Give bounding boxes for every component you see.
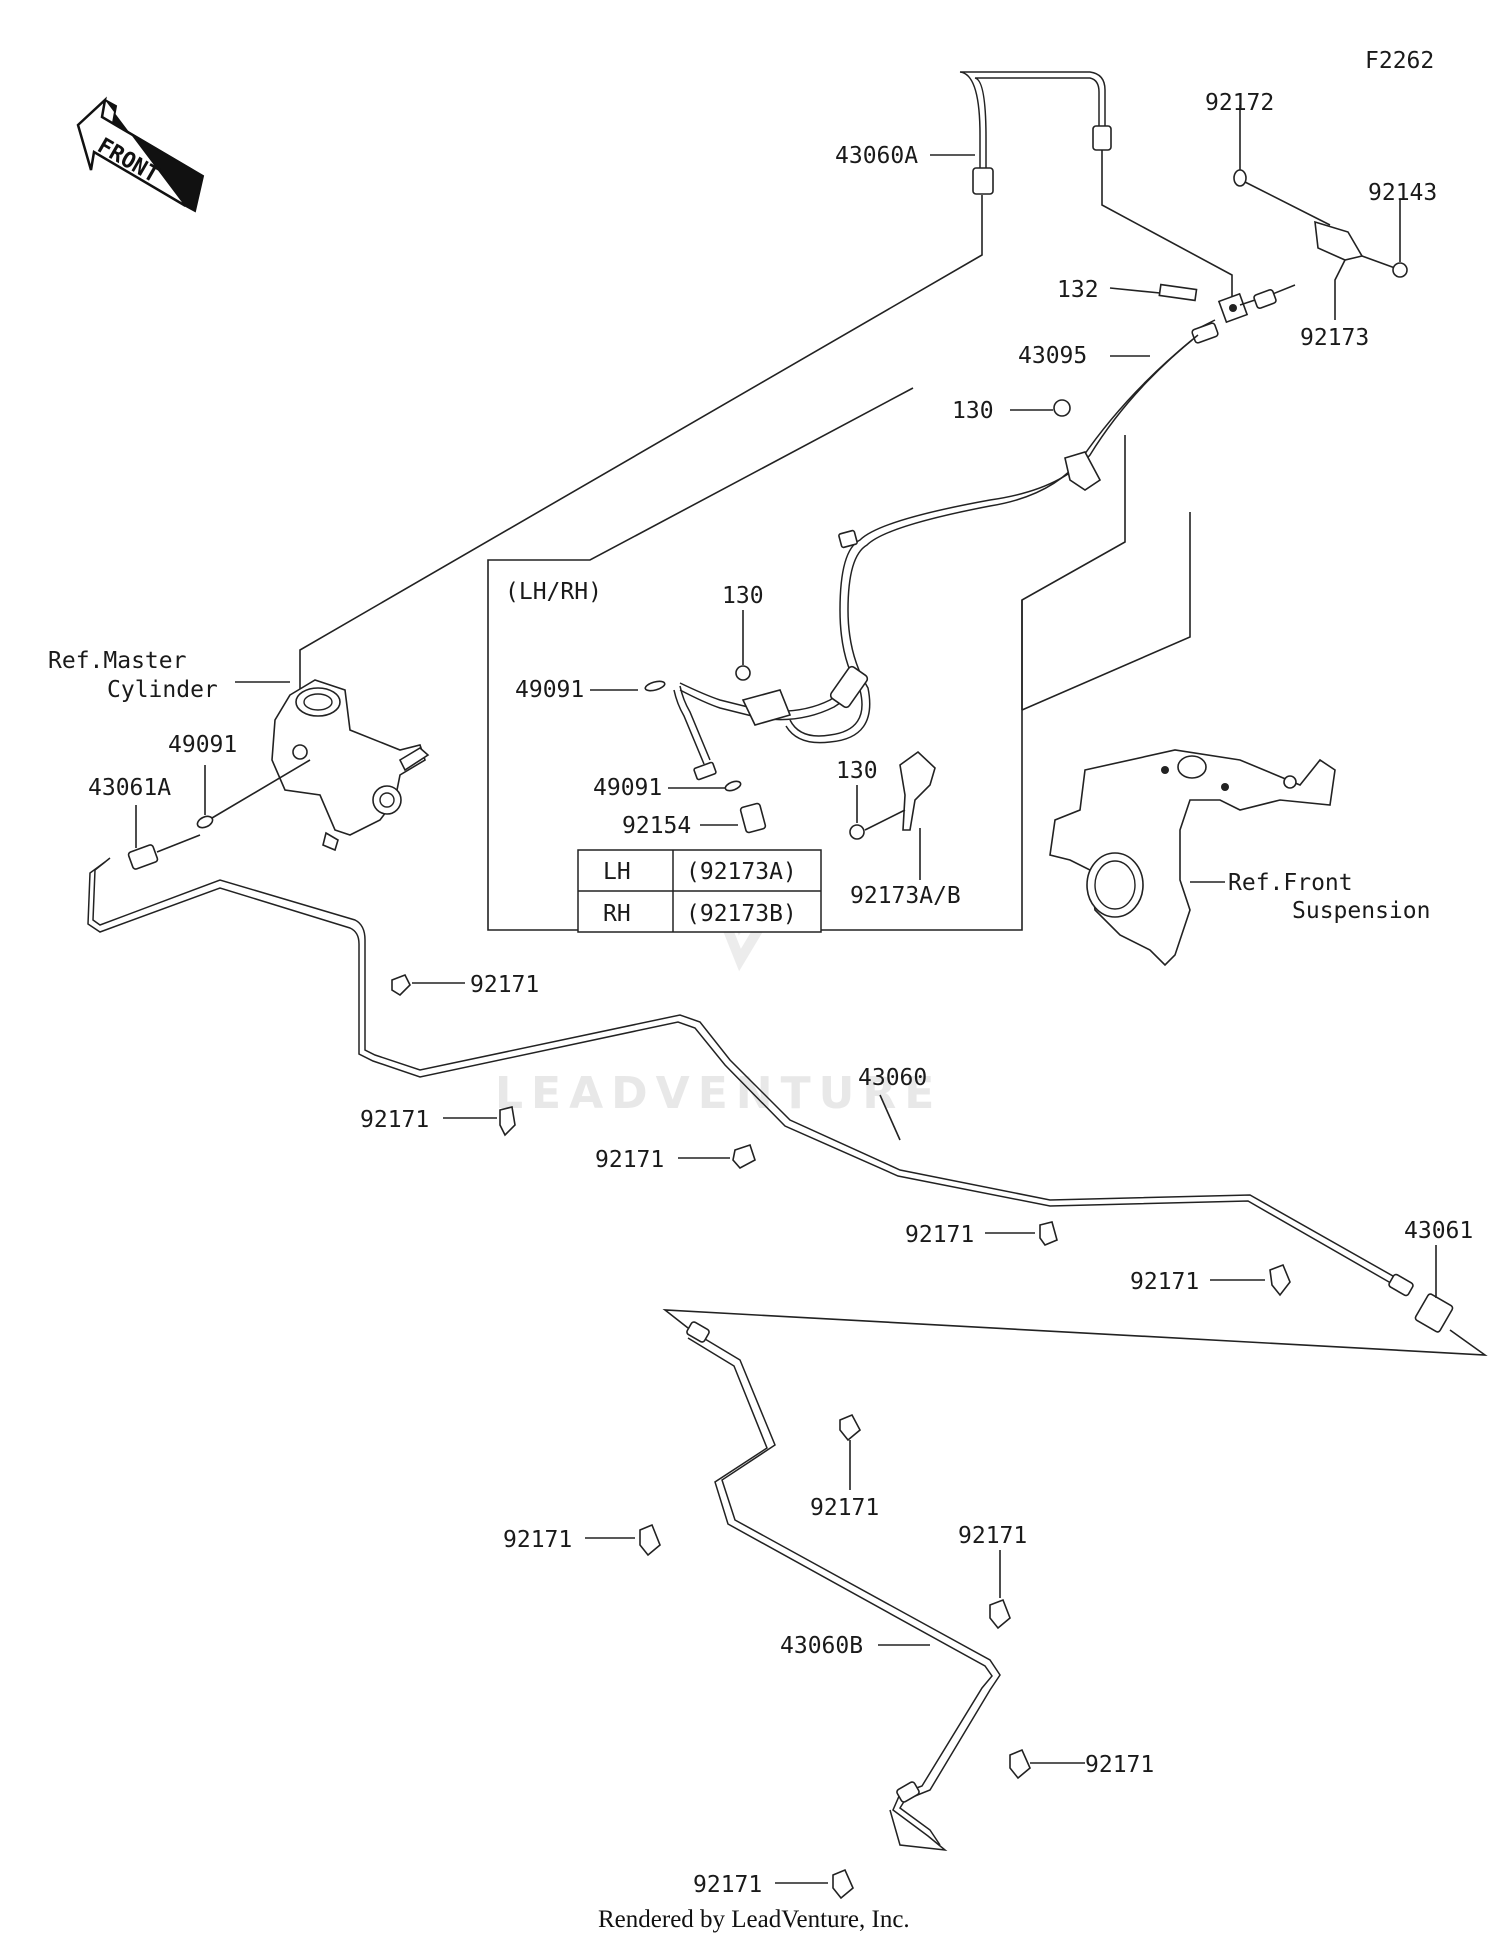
part-label-43060: 43060 [858, 1065, 927, 1091]
footer-credit: Rendered by LeadVenture, Inc. [598, 1906, 910, 1933]
diagram-id: F2262 [1365, 48, 1434, 74]
inset-hose: 130 [673, 583, 869, 834]
ref-front-line2: Suspension [1292, 898, 1430, 924]
part-label-43061: 43061 [1404, 1218, 1473, 1244]
clip-92171-j: 92171 [693, 1868, 854, 1900]
clip-92171-f: 92171 [810, 1413, 879, 1521]
clip-label-3: 92171 [595, 1147, 664, 1173]
clip-label-9: 92171 [1085, 1752, 1154, 1778]
part-label-49091-a: 49091 [515, 677, 584, 703]
side-table: LH (92173A) RH (92173B) [577, 849, 822, 933]
hose-junction [1191, 284, 1296, 344]
part-label-130-inset: 130 [722, 583, 764, 609]
table-part-rh: (92173B) [686, 901, 797, 927]
clip-92171-d: 92171 [905, 1221, 1058, 1248]
seal-washers: 49091 49091 92154 [515, 677, 742, 839]
hose-clamp: 130 [952, 398, 1102, 491]
clip-92171-i: 92171 [1009, 1748, 1154, 1780]
bolt-132: 132 [1057, 277, 1198, 303]
inset-title: (LH/RH) [505, 579, 602, 605]
brake-pipe-43060 [92, 857, 1401, 1281]
watermark-text: LEADVENTURE [495, 1068, 942, 1119]
ref-master-line2: Cylinder [107, 677, 218, 703]
pipe-fitting [972, 167, 994, 195]
clip-label-10: 92171 [693, 1872, 762, 1898]
part-label-43061a: 43061A [88, 775, 171, 801]
part-label-43095: 43095 [1018, 343, 1087, 369]
clip-92171-b: 92171 [360, 1106, 516, 1137]
part-label-132: 132 [1057, 277, 1099, 303]
clip-92171-c: 92171 [595, 1143, 756, 1173]
part-label-92172: 92172 [1205, 90, 1274, 116]
clip-92171-g: 92171 [503, 1523, 661, 1557]
master-cylinder: Ref.Master Cylinder [48, 648, 430, 852]
part-label-92173: 92173 [1300, 325, 1369, 351]
part-label-43060a: 43060A [835, 143, 918, 169]
ref-master-line1: Ref.Master [48, 648, 186, 674]
pipe-fitting [1092, 125, 1112, 151]
flare-nut-43061: 43061 [1388, 1218, 1473, 1333]
clip-label-7: 92171 [503, 1527, 572, 1553]
bracket-92173ab: 92173A/B 130 [836, 750, 961, 909]
part-label-92143: 92143 [1368, 180, 1437, 206]
part-label-92173ab: 92173A/B [850, 883, 961, 909]
clip-label-6: 92171 [810, 1495, 879, 1521]
brake-pipe-43060b [689, 1329, 1001, 1846]
table-part-lh: (92173A) [686, 859, 797, 885]
ref-front-line1: Ref.Front [1228, 870, 1353, 896]
brake-hose-43095 [789, 334, 1199, 737]
bracket-assembly: 92172 92143 92173 [1205, 90, 1437, 351]
table-side-rh: RH [603, 901, 631, 927]
clip-label-8: 92171 [958, 1523, 1027, 1549]
clip-label-2: 92171 [360, 1107, 429, 1133]
front-arrow-icon: FRONT [76, 96, 205, 213]
part-label-49091-b: 49091 [593, 775, 662, 801]
part-label-130-top: 130 [952, 398, 994, 424]
part-label-49091-c: 49091 [168, 732, 237, 758]
table-side-lh: LH [603, 859, 631, 885]
front-knuckle: Ref.Front Suspension [1049, 749, 1430, 967]
clip-label-4: 92171 [905, 1222, 974, 1248]
clip-92171-e: 92171 [1130, 1263, 1291, 1297]
clip-92171-a: 92171 [391, 972, 539, 998]
flare-nut-43061a: 43061A [88, 775, 201, 870]
clip-label-1: 92171 [470, 972, 539, 998]
part-label-130-bracket: 130 [836, 758, 878, 784]
brake-pipe-43060a [959, 71, 1106, 192]
clip-label-5: 92171 [1130, 1269, 1199, 1295]
clip-92171-h: 92171 [958, 1523, 1027, 1630]
part-label-92154: 92154 [622, 813, 691, 839]
part-label-43060b: 43060B [780, 1633, 863, 1659]
